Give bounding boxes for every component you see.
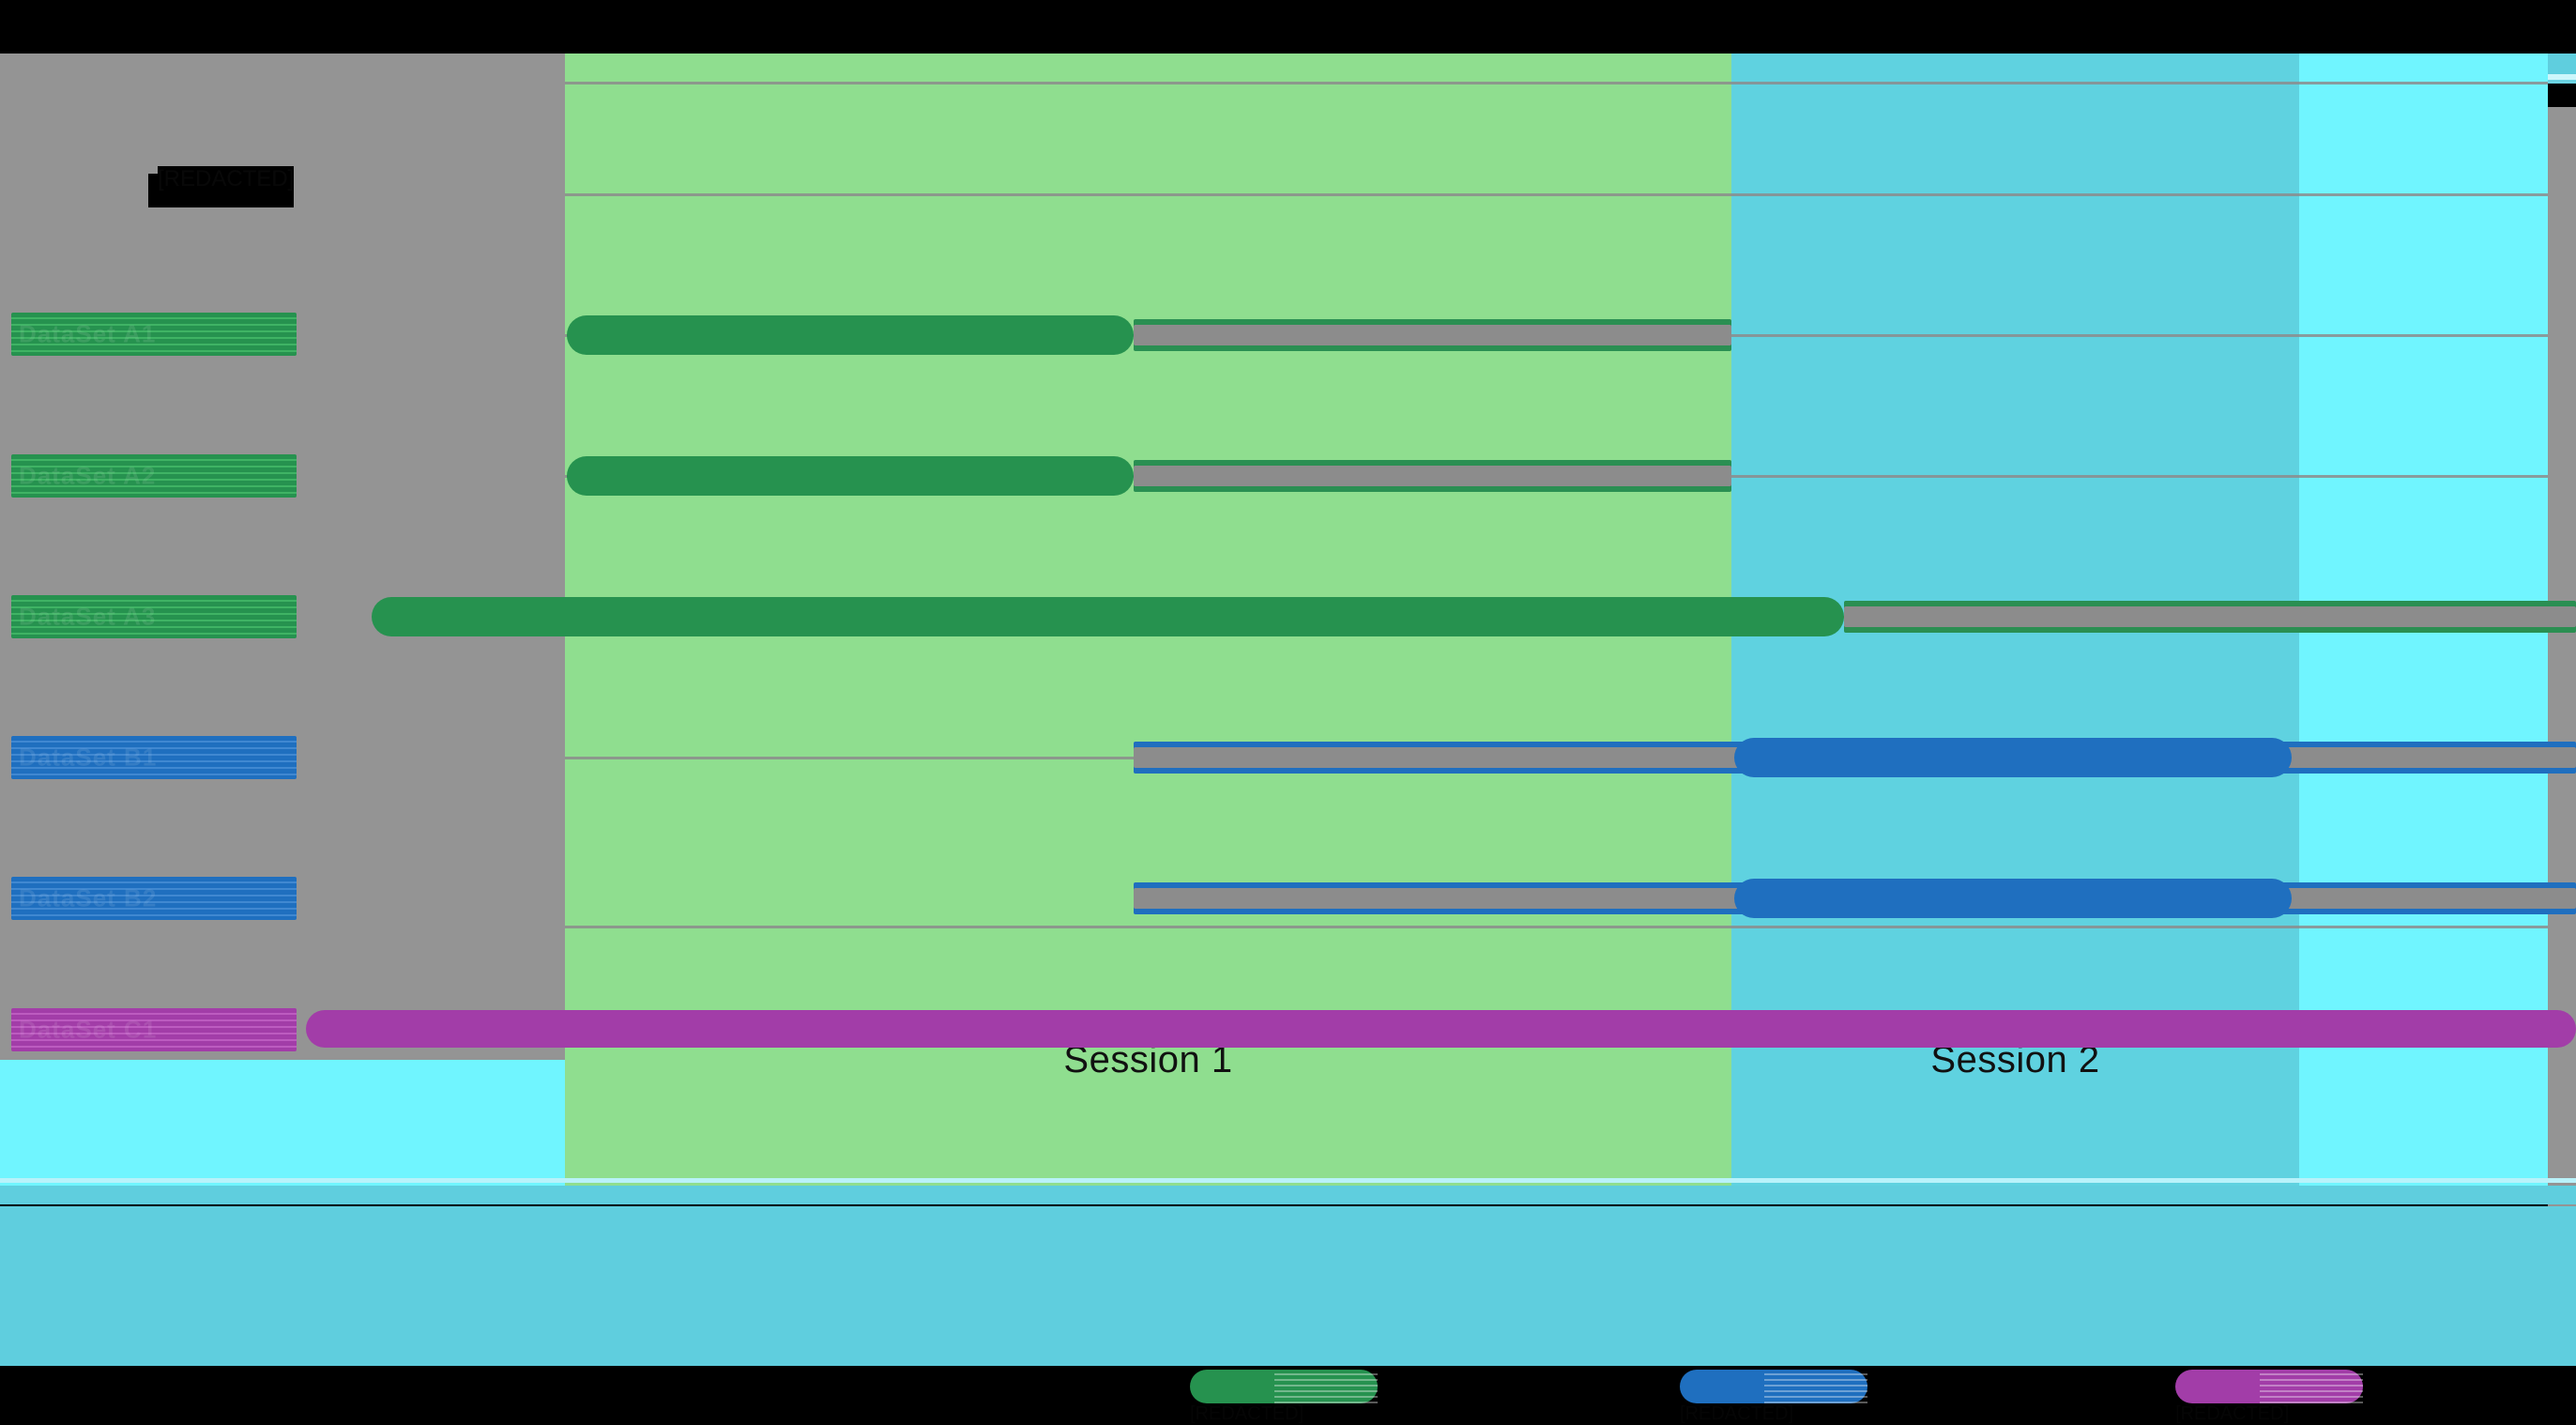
legend-swatch-3 bbox=[2175, 1370, 2363, 1403]
row-label-text-1: DataSet A1 bbox=[19, 319, 157, 348]
row-label-chip-6[interactable]: DataSet C1 bbox=[11, 1008, 297, 1051]
range-line-row-1 bbox=[1134, 325, 1731, 345]
row-label-text-2: DataSet A2 bbox=[19, 461, 157, 490]
page-title-redaction bbox=[148, 174, 294, 207]
left-meta-panel-inner bbox=[297, 54, 565, 1060]
bar-row-4[interactable] bbox=[1734, 738, 2292, 777]
page-title: [REDACTED] bbox=[148, 166, 294, 207]
legend-label-2: [REDACTED] bbox=[1680, 1403, 1793, 1425]
foot-hairline bbox=[0, 1178, 2576, 1183]
legend-swatch-2 bbox=[1680, 1370, 1867, 1403]
bar-row-1[interactable] bbox=[567, 315, 1134, 355]
gridline bbox=[565, 82, 2548, 84]
row-label-chip-1[interactable]: DataSet A1 bbox=[11, 313, 297, 356]
gridline bbox=[565, 926, 2548, 928]
legend-label-3: [REDACTED] bbox=[2175, 1403, 2289, 1425]
row-label-chip-2[interactable]: DataSet A2 bbox=[11, 454, 297, 498]
legend-swatch-1 bbox=[1190, 1370, 1378, 1403]
right-axis-gutter bbox=[2548, 107, 2576, 1249]
page-title-text: [REDACTED] bbox=[158, 166, 294, 207]
redaction-scanlines bbox=[1764, 1370, 1867, 1403]
plot-area: Session 1 Session 2 bbox=[0, 54, 2576, 1249]
row-label-chip-3[interactable]: DataSet A3 bbox=[11, 595, 297, 638]
redaction-scanlines bbox=[2260, 1370, 2363, 1403]
bar-row-3[interactable] bbox=[372, 597, 1844, 636]
legend: [REDACTED] [REDACTED] [REDACTED] bbox=[0, 1366, 2576, 1419]
range-line-row-2 bbox=[1134, 466, 1731, 486]
gridline bbox=[565, 193, 2548, 196]
legend-label-1: [REDACTED] bbox=[1190, 1403, 1303, 1425]
foot-band bbox=[0, 1206, 2576, 1366]
row-label-text-6: DataSet C1 bbox=[19, 1015, 158, 1044]
redaction-scanlines bbox=[1274, 1370, 1378, 1403]
row-label-chip-5[interactable]: DataSet B2 bbox=[11, 877, 297, 920]
bar-row-5[interactable] bbox=[1734, 879, 2292, 918]
range-line-row-3 bbox=[1844, 606, 2576, 627]
row-label-text-4: DataSet B1 bbox=[19, 743, 158, 772]
bar-row-6[interactable] bbox=[306, 1010, 2576, 1048]
row-label-text-3: DataSet A3 bbox=[19, 602, 157, 631]
row-label-chip-4[interactable]: DataSet B1 bbox=[11, 736, 297, 779]
bar-row-2[interactable] bbox=[567, 456, 1134, 496]
lower-left-cyan-filler bbox=[0, 1060, 565, 1195]
foot-band-thin bbox=[0, 1186, 2576, 1204]
row-label-text-5: DataSet B2 bbox=[19, 883, 158, 912]
